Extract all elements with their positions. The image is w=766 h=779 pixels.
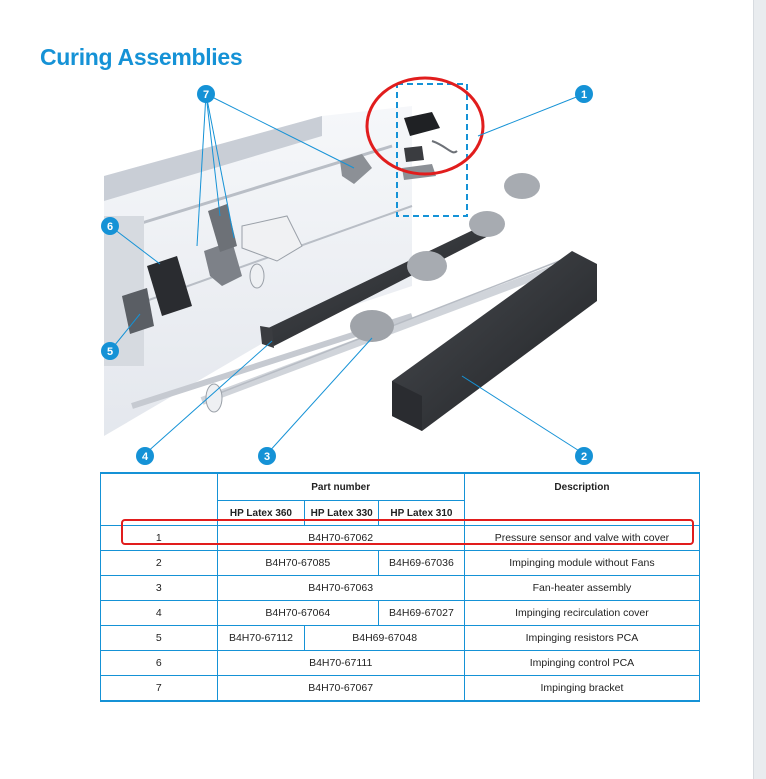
part-number: B4H69-67027 xyxy=(378,600,465,626)
callout-6-label: 6 xyxy=(107,221,113,233)
row-ref: 3 xyxy=(100,575,218,601)
part-number: B4H70-67085 xyxy=(216,550,380,576)
part-number: B4H70-67067 xyxy=(216,675,465,702)
callout-1: 1 xyxy=(575,85,593,103)
fan-heaters xyxy=(350,173,540,342)
table-row: 4 B4H70-67064 B4H69-67027 Impinging reci… xyxy=(100,600,701,626)
row-ref: 5 xyxy=(100,625,218,651)
pressure-sensor-valve xyxy=(365,76,485,217)
row-description: Impinging module without Fans xyxy=(463,550,701,576)
callout-3-label: 3 xyxy=(264,451,270,463)
callout-7-label: 7 xyxy=(203,89,209,101)
row-ref: 2 xyxy=(100,550,218,576)
callout-6: 6 xyxy=(101,217,119,235)
row-ref: 1 xyxy=(100,525,218,551)
parts-table: Part number Description HP Latex 360 HP … xyxy=(100,472,701,702)
ref-header xyxy=(100,472,218,526)
model-header-330: HP Latex 330 xyxy=(304,500,380,526)
table-row: 5 B4H70-67112 B4H69-67048 Impinging resi… xyxy=(100,625,701,651)
row-description: Fan-heater assembly xyxy=(463,575,701,601)
scrollbar-track[interactable] xyxy=(753,0,766,779)
exploded-diagram: 7 1 6 5 4 3 2 xyxy=(101,76,597,465)
callouts: 7 1 6 5 4 3 2 xyxy=(101,85,593,465)
part-number: B4H69-67036 xyxy=(378,550,465,576)
model-header-row: HP Latex 360 HP Latex 330 HP Latex 310 xyxy=(101,500,700,526)
impinging-module xyxy=(392,251,597,431)
part-number-header: Part number xyxy=(216,472,465,501)
row-description: Impinging control PCA xyxy=(463,650,701,676)
table-row: 7 B4H70-67067 Impinging bracket xyxy=(100,675,701,702)
part-number: B4H70-67112 xyxy=(216,625,306,651)
control-pca xyxy=(122,256,192,334)
callout-5: 5 xyxy=(101,342,119,360)
row-ref: 4 xyxy=(100,600,218,626)
callout-4-label: 4 xyxy=(142,451,149,463)
table-row: 2 B4H70-67085 B4H69-67036 Impinging modu… xyxy=(100,550,701,576)
row-description: Impinging resistors PCA xyxy=(463,625,701,651)
callout-2-label: 2 xyxy=(581,451,587,463)
part-number: B4H70-67062 xyxy=(216,525,465,551)
callout-2: 2 xyxy=(575,447,593,465)
table-row: 3 B4H70-67063 Fan-heater assembly xyxy=(100,575,701,601)
part-number: B4H70-67064 xyxy=(216,600,380,626)
page-title: Curing Assemblies xyxy=(40,44,243,70)
table-header-row: Part number Description xyxy=(100,472,701,526)
description-header: Description xyxy=(463,472,701,526)
row-ref: 7 xyxy=(100,675,218,702)
row-description: Impinging recirculation cover xyxy=(463,600,701,626)
callout-4: 4 xyxy=(136,447,154,465)
part-number: B4H70-67063 xyxy=(216,575,465,601)
row-ref: 6 xyxy=(100,650,218,676)
callout-3: 3 xyxy=(258,447,276,465)
callout-1-label: 1 xyxy=(581,89,587,101)
model-header-310: HP Latex 310 xyxy=(378,500,465,526)
callout-7: 7 xyxy=(197,85,215,103)
row-description: Pressure sensor and valve with cover xyxy=(463,525,701,551)
callout-5-label: 5 xyxy=(107,346,113,358)
table-row: 1 B4H70-67062 Pressure sensor and valve … xyxy=(100,525,701,551)
part-number: B4H69-67048 xyxy=(304,625,465,651)
model-header-360: HP Latex 360 xyxy=(216,500,306,526)
part-number: B4H70-67111 xyxy=(216,650,465,676)
row-description: Impinging bracket xyxy=(463,675,701,702)
table-row: 6 B4H70-67111 Impinging control PCA xyxy=(100,650,701,676)
callout-lines xyxy=(109,93,585,455)
